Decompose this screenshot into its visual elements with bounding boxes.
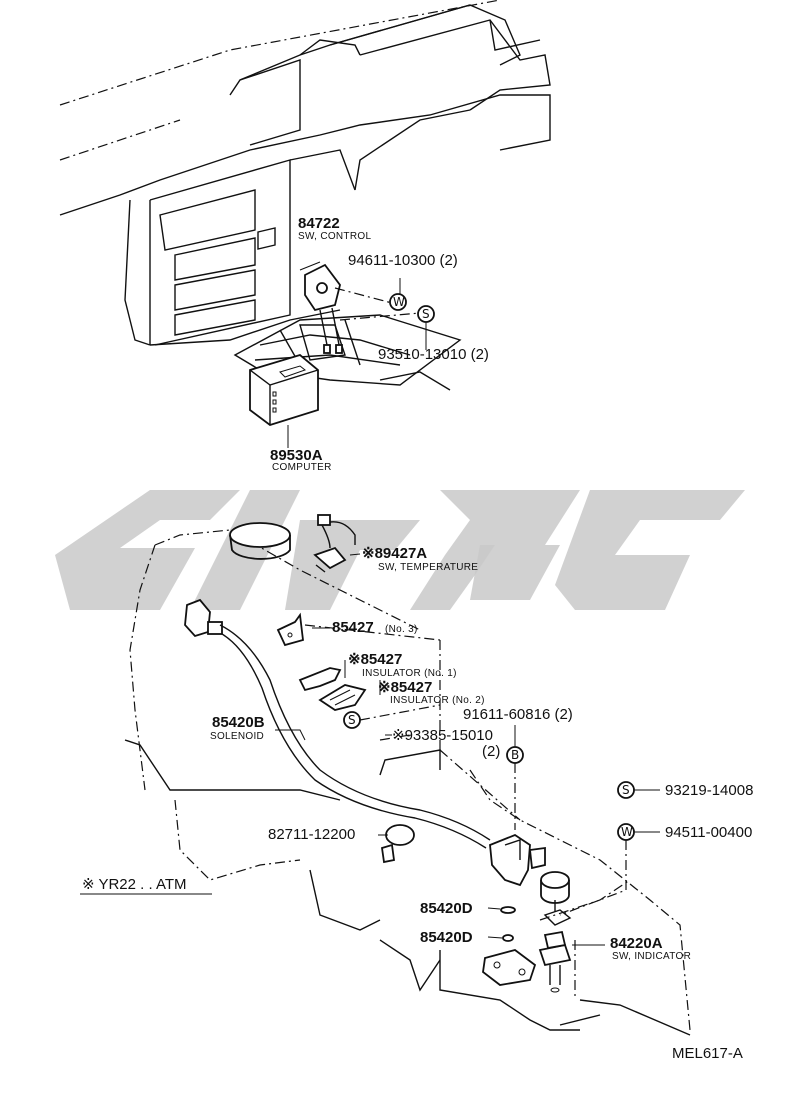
- computer-box: [249, 353, 319, 426]
- svg-text:S: S: [348, 713, 356, 727]
- indicator-part-number: 84220A: [610, 935, 663, 952]
- bolt-s-part-number: 93510-13010 (2): [378, 346, 489, 363]
- temperature-switch-part: [313, 514, 356, 573]
- sw-control-name: SW, CONTROL: [298, 231, 371, 242]
- tank-cap: [229, 522, 291, 560]
- bracket-diagonal-leader: [439, 749, 521, 821]
- svg-text:S: S: [622, 783, 630, 797]
- temp-leader: [349, 553, 361, 556]
- legend-w-symbol: W: [617, 823, 635, 841]
- legend-s-part-number: 93219-14008: [665, 782, 753, 799]
- bolt-w-part-number: 94611-10300 (2): [348, 252, 458, 269]
- s-screw-symbol: S: [417, 305, 435, 323]
- svg-text:B: B: [511, 748, 519, 762]
- sw-control-part-number: 84722: [298, 215, 340, 232]
- insulator2-part-number: ※85427: [378, 679, 432, 696]
- solenoid-unit: [489, 833, 546, 887]
- model-note: ※ YR22 . . ATM: [82, 876, 187, 893]
- svg-text:W: W: [621, 825, 633, 839]
- control-switch-part: [299, 261, 343, 354]
- dashboard-outline: [59, 0, 551, 346]
- bolt-b-part-number: 91611-60816 (2): [463, 706, 573, 723]
- insulator2-name: INSULATOR (No. 2): [390, 695, 485, 706]
- computer-name: COMPUTER: [272, 462, 332, 473]
- console-bracket-leader: [379, 371, 451, 391]
- clamp-part-number: 82711-12200: [268, 826, 355, 843]
- insulator1-name: INSULATOR (No. 1): [362, 668, 457, 679]
- flange-plate: [482, 949, 537, 986]
- solenoid-wire: [184, 598, 491, 849]
- temp-switch-part-number: ※89427A: [362, 545, 427, 562]
- tank-outline: [124, 529, 691, 1036]
- temp-switch-name: SW, TEMPERATURE: [378, 562, 478, 573]
- screw-s-quantity: (2): [482, 743, 500, 760]
- svg-text:W: W: [393, 295, 405, 309]
- gasket2-part-number: 85420D: [420, 929, 473, 946]
- w-washer-leader: [334, 287, 393, 304]
- w-washer-symbol: W: [389, 293, 407, 311]
- gasket1-leader: [487, 907, 501, 910]
- bracket-no3-tag: (No. 3): [385, 624, 418, 635]
- bracket-no3-part-number: 85427: [332, 619, 374, 636]
- clamp-part: [380, 824, 415, 864]
- gasket-2: [502, 934, 514, 942]
- s-screw-leader: [339, 312, 421, 321]
- gasket2-leader: [487, 936, 503, 939]
- screw-bracket: [379, 749, 441, 776]
- watermark-logo: [55, 490, 745, 610]
- insulator-no1-part: [298, 667, 342, 692]
- gasket1-part-number: 85420D: [420, 900, 473, 917]
- screw-s-part-number: ※93385-15010: [392, 727, 493, 744]
- legend-w-down-leader: [559, 840, 627, 916]
- indicator-switch-part: [538, 871, 572, 993]
- indicator-name: SW, INDICATOR: [612, 951, 691, 962]
- insulator1-part-number: ※85427: [348, 651, 402, 668]
- screw-leader-3: [379, 734, 411, 741]
- svg-text:S: S: [422, 307, 430, 321]
- legend-w-part-number: 94511-00400: [665, 824, 752, 841]
- solenoid-name: SOLENOID: [210, 731, 264, 742]
- legend-s-symbol: S: [617, 781, 635, 799]
- b-bolt-symbol: B: [506, 746, 524, 764]
- s-screw-symbol-2: S: [343, 711, 361, 729]
- diagram-code: MEL617-A: [672, 1045, 743, 1062]
- computer-part-number: 89530A: [270, 447, 323, 464]
- solenoid-part-number: 85420B: [212, 714, 265, 731]
- insulator-no2-part: [318, 684, 367, 711]
- bracket-no3-part: [276, 612, 304, 647]
- s-screw-leader-2: [359, 704, 441, 721]
- solenoid-leader: [275, 729, 306, 741]
- gasket-1: [500, 906, 516, 914]
